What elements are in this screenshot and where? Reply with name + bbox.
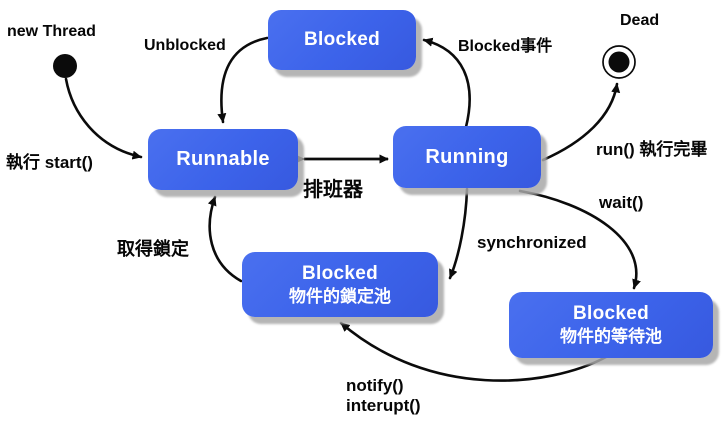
node-blocked-wait-pool: Blocked 物件的等待池 <box>509 292 713 358</box>
edge-label-unblocked: Unblocked <box>144 37 226 54</box>
edge-label-blocked-event: Blocked事件 <box>458 38 553 55</box>
node-running-label: Running <box>425 145 509 168</box>
edge-blocked-to-runnable <box>217 36 269 124</box>
edge-label-interrupt: interupt() <box>346 396 421 415</box>
edge-label-wait: wait() <box>599 193 644 212</box>
node-blocked-label: Blocked <box>303 29 380 51</box>
node-lock-pool-label: Blocked <box>301 262 378 284</box>
edge-running-to-dead <box>541 82 621 162</box>
node-wait-pool-sublabel: 物件的等待池 <box>560 327 662 347</box>
edge-wait-pool-to-lock-pool <box>339 321 608 382</box>
dead-state-inner-circle <box>608 51 630 73</box>
edge-running-to-wait-pool <box>518 189 641 290</box>
edge-lock-pool-to-runnable <box>207 195 243 283</box>
edge-label-scheduler: 排班器 <box>303 179 363 201</box>
start-state-label: new Thread <box>7 23 96 40</box>
edge-label-run-complete: run() 執行完畢 <box>596 140 708 159</box>
node-blocked: Blocked <box>268 10 416 70</box>
node-running: Running <box>393 126 541 188</box>
node-runnable: Runnable <box>148 129 298 190</box>
node-runnable-label: Runnable <box>176 148 270 170</box>
edge-start-to-runnable <box>64 77 143 160</box>
edge-label-acquire-lock: 取得鎖定 <box>117 239 189 259</box>
edge-running-to-blocked <box>422 37 471 129</box>
node-wait-pool-label: Blocked <box>572 303 649 325</box>
edge-label-run-start: 執行 start() <box>6 153 93 172</box>
edge-running-to-lock-pool <box>448 187 469 280</box>
edge-label-notify: notify() <box>346 376 404 395</box>
edge-label-synchronized: synchronized <box>477 233 587 252</box>
node-lock-pool-sublabel: 物件的鎖定池 <box>289 286 391 306</box>
start-state-circle <box>53 54 77 78</box>
dead-state-label: Dead <box>620 12 660 29</box>
node-blocked-lock-pool: Blocked 物件的鎖定池 <box>242 252 438 317</box>
